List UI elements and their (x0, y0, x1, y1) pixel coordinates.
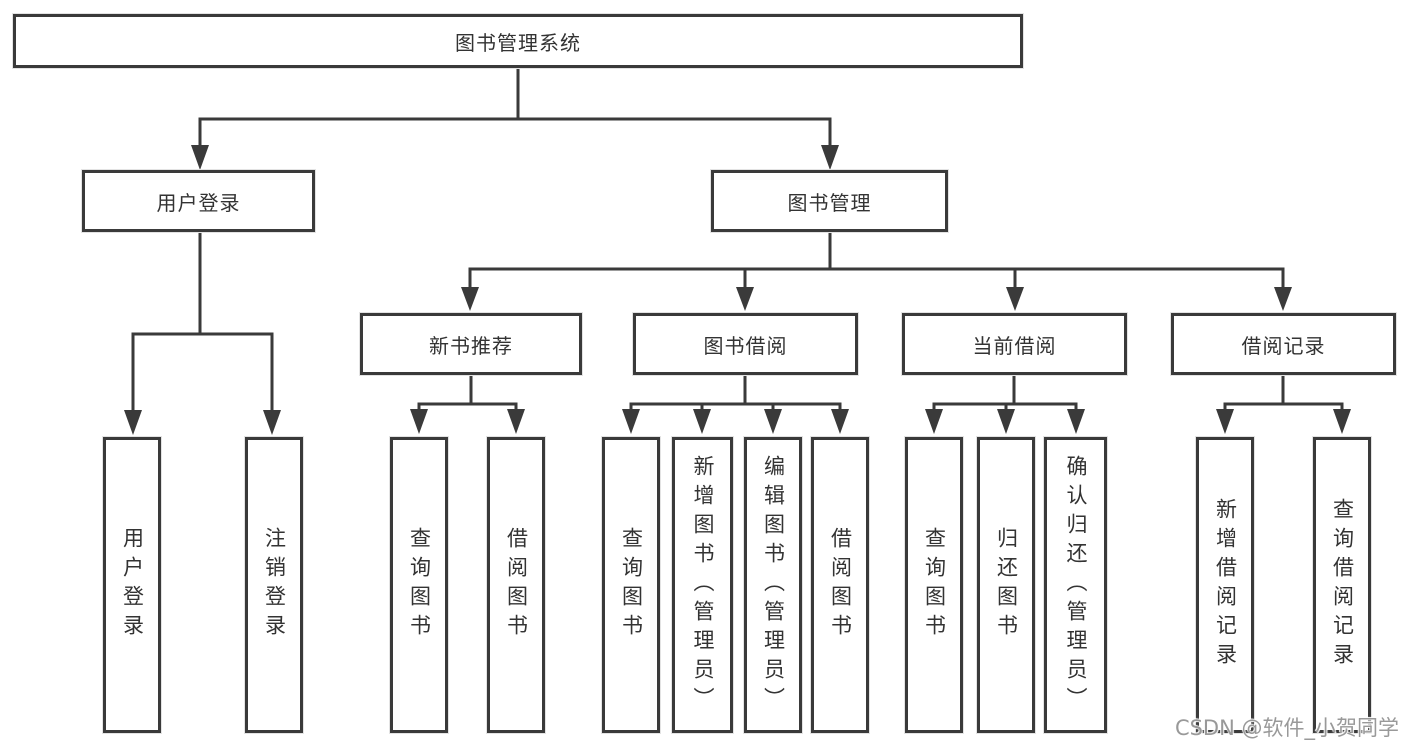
node-leaf-add-books-admin: 新增图书（管理员） (672, 437, 733, 733)
node-borrow-records: 借阅记录 (1171, 313, 1396, 375)
node-label: 查询图书 (922, 527, 947, 643)
node-current-borrowing: 当前借阅 (902, 313, 1127, 375)
node-label: 图书管理 (787, 190, 872, 215)
node-label: 注销登录 (262, 527, 287, 643)
connector-book-borrowing (629, 375, 842, 411)
node-book-borrowing: 图书借阅 (633, 313, 858, 375)
node-leaf-confirm-return-admin: 确认归还（管理员） (1044, 437, 1107, 733)
node-label: 新增图书（管理员） (691, 454, 715, 716)
node-new-book-recommend: 新书推荐 (360, 313, 582, 375)
arrow-icon (507, 409, 525, 434)
node-leaf-edit-books-admin: 编辑图书（管理员） (744, 437, 802, 733)
node-book-management: 图书管理 (711, 170, 948, 232)
node-label: 借阅图书 (504, 527, 529, 643)
node-leaf-query-borrow-record: 查询借阅记录 (1313, 437, 1371, 733)
node-label: 用户登录 (156, 190, 241, 215)
node-root-system: 图书管理系统 (13, 14, 1023, 68)
arrow-icon (124, 410, 142, 435)
node-label: 用户登录 (120, 527, 145, 643)
node-leaf-logout-login: 注销登录 (245, 437, 303, 733)
node-leaf-user-login: 用户登录 (103, 437, 161, 733)
connector-user-login (131, 232, 274, 413)
arrow-icon (997, 409, 1015, 434)
node-label: 新书推荐 (429, 333, 513, 358)
arrow-icon (461, 287, 479, 311)
node-user-login: 用户登录 (82, 170, 315, 232)
arrow-icon (831, 409, 849, 434)
node-label: 归还图书 (994, 527, 1019, 643)
arrow-icon (821, 145, 839, 170)
node-leaf-query-books-current: 查询图书 (905, 437, 963, 733)
connector-new-book-recommend (417, 375, 518, 411)
arrow-icon (764, 409, 782, 434)
arrowheads (124, 145, 1351, 435)
node-leaf-query-books-recommend: 查询图书 (390, 437, 448, 733)
csdn-watermark: CSDN @软件_小贺同学 (1174, 716, 1399, 740)
arrow-icon (191, 145, 209, 170)
arrow-icon (925, 409, 943, 434)
arrow-icon (1006, 287, 1024, 311)
node-label: 查询图书 (407, 527, 432, 643)
arrow-icon (1216, 409, 1234, 434)
connector-root (198, 68, 832, 147)
arrow-icon (693, 409, 711, 434)
arrow-icon (1067, 409, 1085, 434)
node-label: 借阅图书 (828, 527, 853, 643)
node-label: 查询借阅记录 (1330, 498, 1355, 672)
node-label: 编辑图书（管理员） (761, 454, 786, 716)
node-label: 新增借阅记录 (1213, 498, 1238, 672)
node-label: 借阅记录 (1241, 333, 1326, 358)
node-label: 当前借阅 (972, 333, 1057, 358)
arrow-icon (1274, 287, 1292, 311)
node-leaf-query-books-borrowing: 查询图书 (602, 437, 660, 733)
arrow-icon (1333, 409, 1351, 434)
connector-current-borrowing (932, 375, 1078, 411)
node-label: 图书管理系统 (455, 30, 581, 55)
connector-book-management (468, 232, 1285, 289)
node-leaf-borrow-books-borrowing: 借阅图书 (811, 437, 869, 733)
arrow-icon (736, 287, 754, 311)
node-leaf-return-books: 归还图书 (977, 437, 1035, 733)
arrow-icon (263, 410, 281, 435)
node-leaf-add-borrow-record: 新增借阅记录 (1196, 437, 1254, 733)
arrow-icon (410, 409, 428, 434)
node-leaf-borrow-books-recommend: 借阅图书 (487, 437, 545, 733)
node-label: 确认归还（管理员） (1064, 454, 1088, 716)
connector-borrow-records (1223, 375, 1344, 411)
node-label: 图书借阅 (703, 333, 788, 358)
arrow-icon (622, 409, 640, 434)
node-label: 查询图书 (619, 527, 644, 643)
